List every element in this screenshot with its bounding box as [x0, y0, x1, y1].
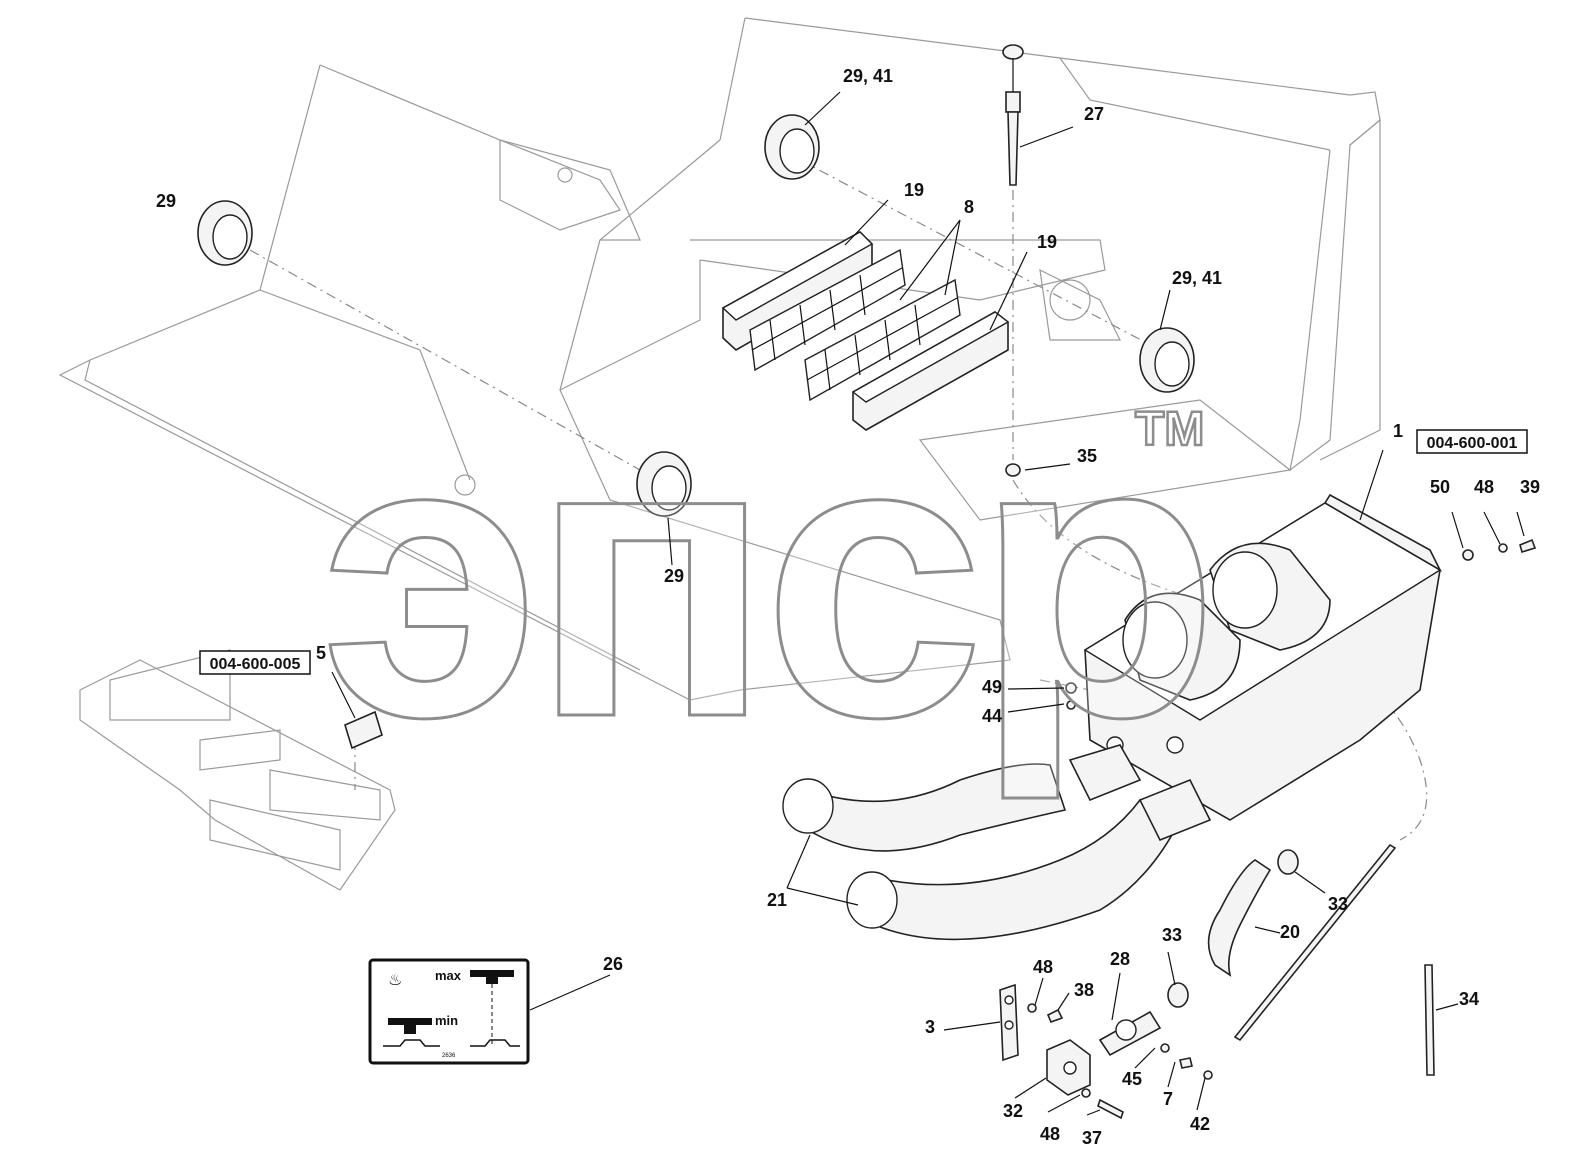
- filter-19-bottom: [851, 311, 1010, 431]
- callout-48-bot: 48: [1040, 1124, 1060, 1144]
- callout-26: 26: [603, 954, 623, 974]
- connector-5: [344, 710, 383, 750]
- bracket-3: [999, 983, 1019, 1062]
- callout-labels: 29, 41 29 27 19 8 19 29, 41 1 35 29 50 4…: [156, 66, 1540, 1148]
- leader-lines: [331, 91, 1525, 1116]
- grommet-29-41-top: [764, 114, 820, 180]
- callout-48-top: 48: [1474, 477, 1494, 497]
- callout-3: 3: [925, 1017, 935, 1037]
- watermark-text: эпср: [320, 353, 1209, 803]
- callout-29-center: 29: [664, 566, 684, 586]
- heater-unit-1: [1083, 493, 1442, 821]
- decal-heat-icon: ♨: [388, 972, 402, 989]
- grommet-29-41-right: [1139, 327, 1195, 393]
- grommet-29-left: [197, 200, 253, 266]
- watermark-trademark: TM: [1135, 403, 1204, 456]
- air-duct-short: [1068, 744, 1212, 842]
- callout-7: 7: [1163, 1089, 1173, 1109]
- cable-tie-34: [1424, 964, 1435, 1076]
- ref-box-004-600-001: 004-600-001: [1416, 429, 1528, 454]
- callout-37: 37: [1082, 1128, 1102, 1148]
- air-hose-21-upper: [782, 763, 1067, 852]
- ref-box-004-600-005: 004-600-005: [199, 650, 311, 675]
- ref-box-main-text: 004-600-001: [1427, 435, 1518, 452]
- watermark-logo: эпср TM: [319, 352, 1221, 805]
- callout-27: 27: [1084, 104, 1104, 124]
- callout-50: 50: [1430, 477, 1450, 497]
- callout-42: 42: [1190, 1114, 1210, 1134]
- callout-8: 8: [964, 197, 974, 217]
- callout-19-top: 19: [904, 180, 924, 200]
- hose-clamp-33-mid: [1167, 982, 1189, 1008]
- callout-5: 5: [316, 643, 326, 663]
- control-cable-27: [1002, 44, 1024, 477]
- decal-code: 2636: [442, 1053, 456, 1059]
- grommet-29-center: [636, 451, 692, 517]
- callout-49: 49: [982, 677, 1002, 697]
- hose-clamp-33-right: [1277, 849, 1299, 875]
- filter-grid-8-left: [749, 248, 906, 372]
- cab-frame-ghost: [58, 17, 1381, 891]
- callout-29-left: 29: [156, 191, 176, 211]
- callout-38: 38: [1074, 980, 1094, 1000]
- callout-33-right: 33: [1328, 894, 1348, 914]
- callout-44: 44: [982, 706, 1002, 726]
- ref-box-switch-text: 004-600-005: [210, 656, 301, 673]
- filter-grid-8-right: [804, 278, 961, 402]
- callout-1: 1: [1393, 421, 1403, 441]
- decal-max-label: max: [435, 968, 462, 983]
- block-32: [1046, 1039, 1091, 1096]
- decal-min-label: min: [435, 1013, 458, 1028]
- callout-32: 32: [1003, 1101, 1023, 1121]
- callout-33-mid: 33: [1162, 925, 1182, 945]
- callout-48-mid: 48: [1033, 957, 1053, 977]
- small-nuts: [1027, 538, 1537, 1120]
- filter-19-top: [721, 231, 874, 351]
- callout-29-41-top: 29, 41: [843, 66, 893, 86]
- callout-34: 34: [1459, 989, 1479, 1009]
- decal-26: ♨ max min 2636: [368, 958, 530, 1065]
- heater-hose-20: [1207, 859, 1272, 977]
- callout-19-mid: 19: [1037, 232, 1057, 252]
- callout-39: 39: [1520, 477, 1540, 497]
- callout-45: 45: [1122, 1069, 1142, 1089]
- callout-21: 21: [767, 890, 787, 910]
- callout-29-41-right: 29, 41: [1172, 268, 1222, 288]
- callout-20: 20: [1280, 922, 1300, 942]
- callout-35: 35: [1077, 446, 1097, 466]
- callout-28: 28: [1110, 949, 1130, 969]
- valve-28: [1098, 1010, 1162, 1057]
